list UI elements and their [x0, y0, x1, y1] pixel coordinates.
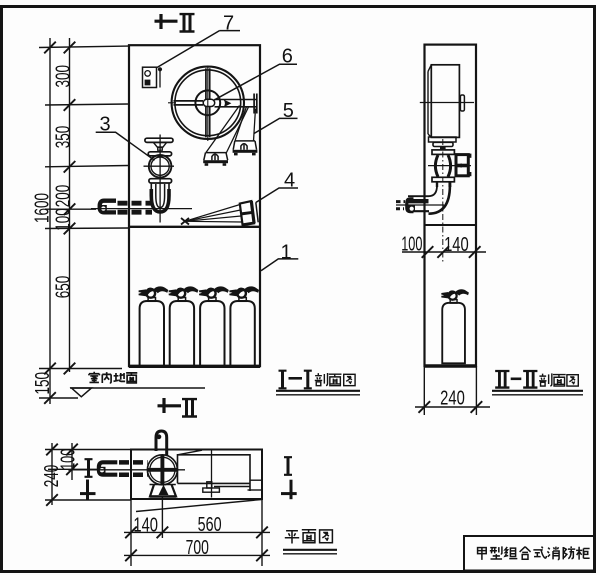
svg-text:4: 4: [284, 170, 295, 192]
svg-text:6: 6: [282, 46, 293, 68]
svg-text:140: 140: [133, 513, 158, 536]
svg-text:100: 100: [51, 208, 75, 231]
svg-text:140: 140: [444, 232, 469, 255]
svg-text:5: 5: [283, 100, 294, 122]
svg-text:3: 3: [99, 113, 110, 135]
svg-text:7: 7: [223, 13, 234, 35]
svg-text:1: 1: [280, 241, 291, 263]
svg-text:240: 240: [440, 386, 465, 409]
svg-text:150: 150: [30, 372, 54, 395]
svg-text:700: 700: [186, 535, 209, 558]
svg-text:650: 650: [51, 276, 75, 299]
svg-text:240: 240: [39, 465, 63, 488]
svg-text:350: 350: [51, 126, 75, 149]
svg-text:1600: 1600: [30, 193, 54, 223]
svg-text:300: 300: [51, 65, 75, 88]
svg-text:100: 100: [401, 232, 422, 255]
svg-text:100: 100: [57, 449, 80, 470]
svg-text:200: 200: [51, 185, 75, 208]
svg-text:560: 560: [198, 512, 222, 535]
